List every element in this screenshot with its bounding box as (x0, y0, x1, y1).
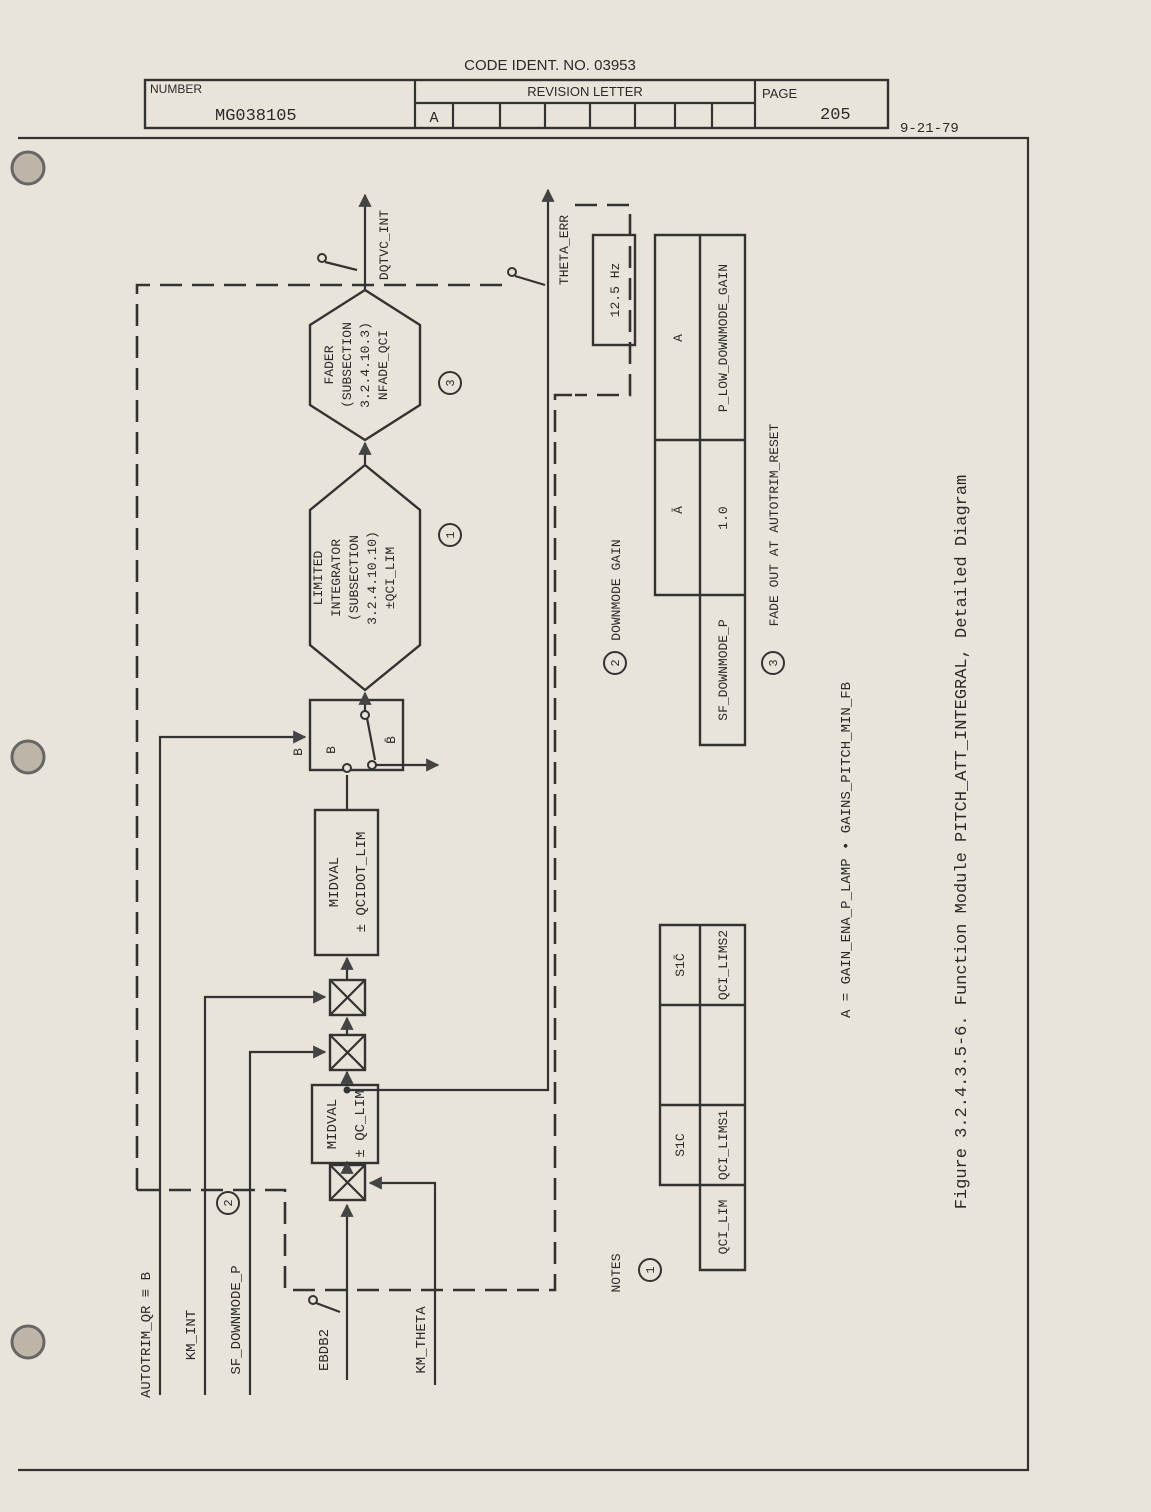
km-int-line (203, 990, 327, 1395)
note-2-circle (603, 651, 627, 675)
switch-b-bar: B̄ (384, 736, 399, 744)
midval2-line2: ± QCIDOT_LIM (354, 832, 370, 933)
fader-block (308, 288, 422, 442)
revision-value: A (429, 110, 438, 127)
output-label: DQTVC_INT (377, 210, 392, 280)
gain-row-a: P_LOW_DOWNMODE_GAIN (716, 264, 731, 412)
sf-downmode-line (248, 1045, 327, 1395)
gain-header-a: A (671, 334, 686, 342)
note-2-num: 2 (609, 659, 623, 666)
filter-label: 12.5 Hz (608, 263, 623, 318)
note-2-marker (216, 1191, 240, 1215)
limit-table: S1C S1C̄ QCI_LIM QCI_LIMS1 QCI_LIMS2 (658, 923, 747, 1272)
input-km-theta: KM_THETA (414, 1306, 430, 1374)
definition: A = GAIN_ENA_P_LAMP • GAINS_PITCH_MIN_FB (839, 682, 855, 1018)
midval2-line1: MIDVAL (327, 857, 343, 907)
fader-line2: (SUBSECTION (340, 322, 355, 408)
midval-qc-lim-box (310, 1083, 380, 1165)
figure-caption: Figure 3.2.4.3.5-6. Function Module PITC… (953, 475, 972, 1210)
integrator-line4: 3.2.4.10.10) (365, 531, 380, 625)
fader-line3: 3.2.4.10.3) (358, 322, 373, 408)
theta-err-label: THETA_ERR (557, 215, 572, 285)
integrator-note: 1 (444, 531, 458, 538)
note-1-circle (638, 1258, 662, 1282)
multiplier-3 (328, 978, 367, 1017)
fader-line1: FADER (322, 345, 337, 384)
number-value: MG038105 (215, 107, 297, 126)
km-theta-line (368, 1176, 437, 1385)
multiplier-2 (328, 1033, 367, 1072)
note-3-circle (761, 651, 785, 675)
page-label: PAGE (762, 86, 797, 101)
binder-rings (10, 150, 46, 1360)
note-2-marker-label: 2 (222, 1199, 236, 1206)
lim-row-s1c-bar: QCI_LIMS2 (716, 930, 731, 1000)
ebdb2-switch-icon (308, 1295, 318, 1305)
theta-err-switch-icon (507, 267, 517, 277)
fader-note: 3 (444, 379, 458, 386)
integrator-line3: (SUBSECTION (347, 535, 362, 621)
notes-title: NOTES (609, 1253, 624, 1292)
dashed-filter-enclosure (575, 203, 632, 397)
limited-integrator-block (308, 463, 422, 692)
note-2-text: DOWNMODE GAIN (609, 539, 624, 640)
midval1-line1: MIDVAL (325, 1099, 341, 1149)
note-3-num: 3 (767, 659, 781, 666)
filter-box (591, 233, 637, 347)
note-1-marker (438, 523, 462, 547)
integrator-line1: LIMITED (311, 550, 326, 605)
input-ebdb2: EBDB2 (317, 1329, 333, 1371)
title-block: CODE IDENT. NO. 03953 NUMBER MG038105 RE… (143, 57, 959, 137)
input-autotrim: AUTOTRIM_QR ≡ B (139, 1272, 155, 1398)
note-3-text: FADE OUT AT AUTOTRIM_RESET (767, 423, 782, 626)
number-label: NUMBER (150, 82, 202, 96)
lim-row-param: QCI_LIM (716, 1200, 731, 1255)
lim-header-s1c: S1C (673, 1133, 688, 1157)
gain-header-abar: Ā (671, 506, 686, 514)
gain-row-param: SF_DOWNMODE_P (716, 619, 731, 721)
dashed-reset-path (135, 283, 510, 1190)
input-sf-downmode: SF_DOWNMODE_P (229, 1265, 245, 1374)
gain-row-abar: 1.0 (716, 506, 731, 529)
lim-row-s1c: QCI_LIMS1 (716, 1110, 731, 1180)
page-frame (18, 136, 1030, 1472)
dashed-reset-path-lower (137, 393, 575, 1292)
integrator-line5: ±QCI_LIM (383, 547, 398, 609)
code-ident: CODE IDENT. NO. 03953 (464, 57, 636, 74)
switch-b-in: B (324, 746, 339, 754)
output-switch-icon (317, 253, 327, 263)
note-3-marker (438, 371, 462, 395)
date: 9-21-79 (900, 121, 959, 137)
mode-switch: B B B̄ (291, 698, 440, 773)
fader-line4: NFADE_QCI (376, 330, 391, 400)
switch-b-top: B (291, 748, 306, 756)
input-km-int: KM_INT (184, 1310, 200, 1360)
midval1-line2: ± QC_LIM (353, 1090, 369, 1157)
page-value: 205 (820, 106, 851, 125)
autotrim-line (158, 730, 307, 1395)
inputs: AUTOTRIM_QR ≡ B KM_INT SF_DOWNMODE_P 2 E… (139, 730, 437, 1398)
gain-table: Ā A SF_DOWNMODE_P 1.0 P_LOW_DOWNMODE_GAI… (653, 233, 747, 747)
multiplier-1 (328, 1163, 367, 1202)
theta-err-line (347, 188, 555, 1092)
revision-label: REVISION LETTER (527, 84, 643, 99)
integrator-line2: INTEGRATOR (329, 539, 344, 617)
lim-header-s1c-bar: S1C̄ (673, 953, 688, 977)
note-1-num: 1 (644, 1266, 658, 1273)
